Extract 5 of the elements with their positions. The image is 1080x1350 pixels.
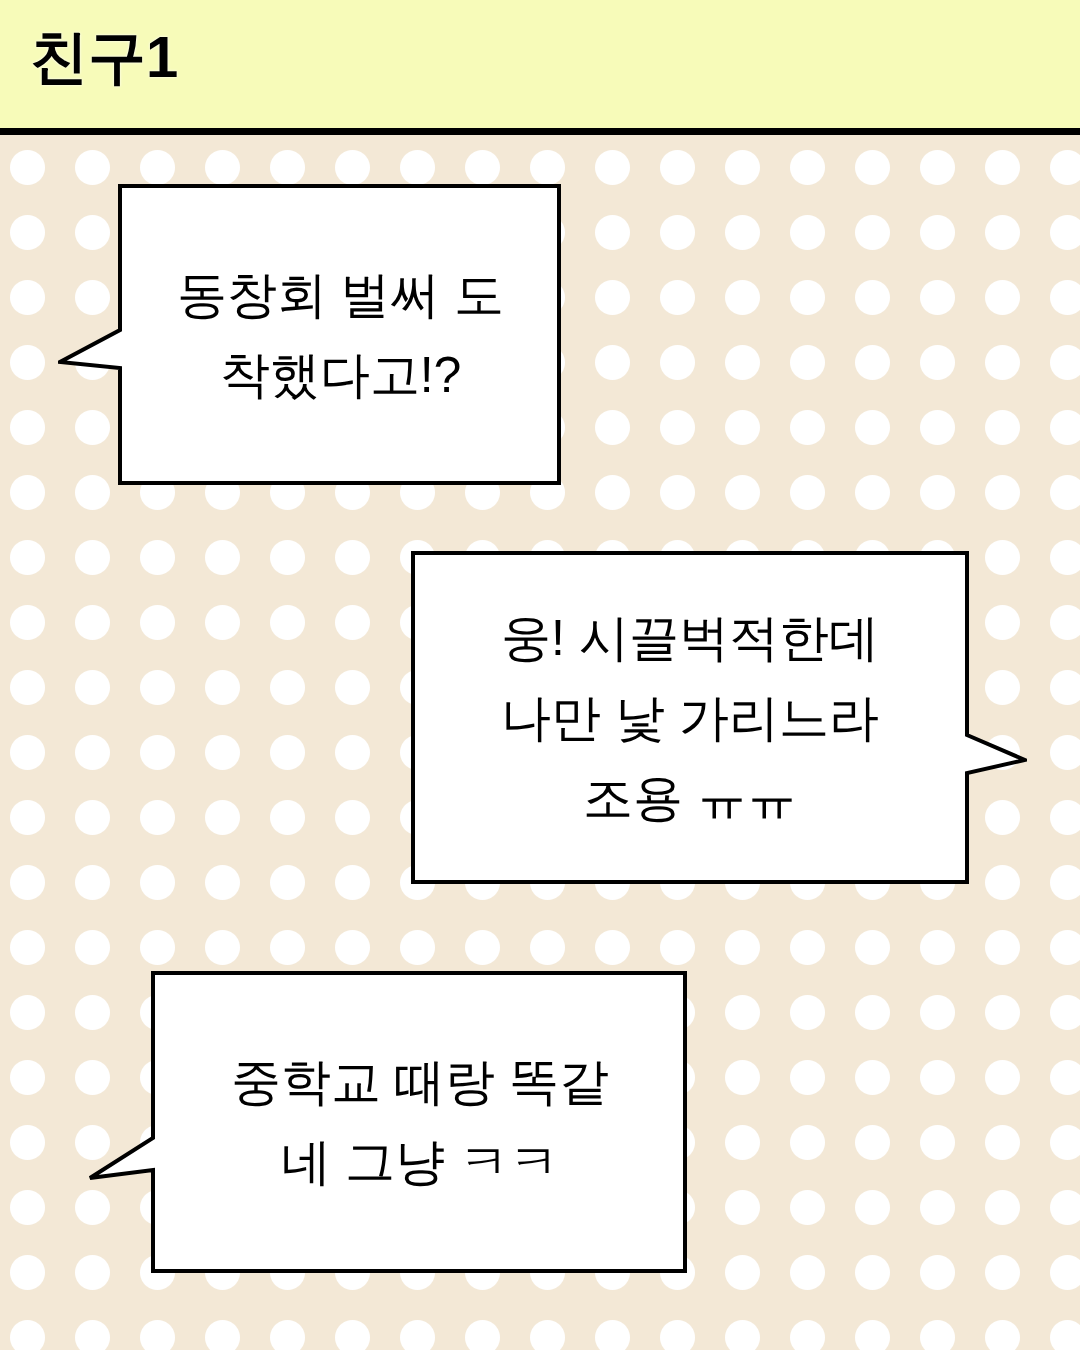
speech-text: 중학교 때랑 똑같네 그냥 ㅋㅋ — [230, 1053, 610, 1192]
speech-text: 동창회 벌써 도착했다고!? — [175, 265, 506, 405]
speech-bubble — [411, 551, 1027, 884]
speaker-name: 친구1 — [30, 28, 179, 86]
speech-text: 웅! 시끌벅적한데 나만 낯 가리느라 조용 ㅠㅠ — [500, 608, 880, 828]
